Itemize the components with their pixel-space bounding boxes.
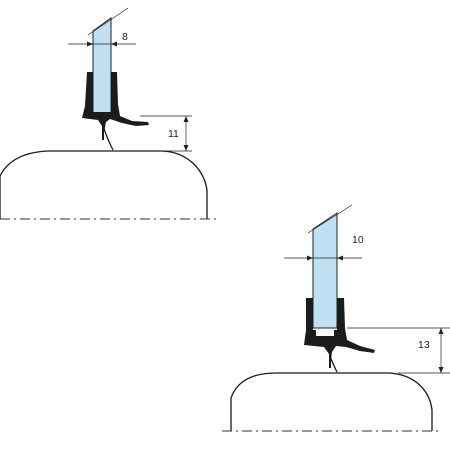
- top-seal-detail: 8 11: [0, 7, 218, 220]
- top-width-arrow-left: [87, 41, 93, 47]
- bottom-glass-panel: [312, 212, 338, 329]
- bottom-drip-lip: [329, 355, 338, 373]
- bottom-base-profile: [230, 372, 433, 431]
- top-width-label: 8: [122, 31, 128, 43]
- top-width-arrow-right: [111, 41, 117, 47]
- bottom-width-arrow-right: [337, 255, 343, 261]
- bottom-width-label: 10: [352, 234, 364, 246]
- bottom-seal-detail: 10 13: [222, 204, 450, 432]
- top-height-arrow-down: [183, 145, 189, 151]
- top-glass-panel: [92, 17, 112, 117]
- bottom-break-line: [307, 204, 353, 234]
- top-drip-lip: [103, 127, 114, 151]
- bottom-height-arrow-down: [438, 367, 444, 373]
- top-u-channel-seal: [82, 72, 149, 140]
- top-height-label: 11: [168, 128, 179, 140]
- bottom-width-arrow-left: [307, 255, 313, 261]
- top-height-arrow-up: [183, 116, 189, 122]
- top-break-line: [87, 7, 129, 36]
- bottom-u-channel-seal: [304, 298, 375, 368]
- bottom-height-arrow-up: [438, 328, 444, 334]
- bottom-height-label: 13: [418, 339, 430, 351]
- top-base-profile: [0, 150, 208, 219]
- bottom-channel-gap: [316, 330, 334, 336]
